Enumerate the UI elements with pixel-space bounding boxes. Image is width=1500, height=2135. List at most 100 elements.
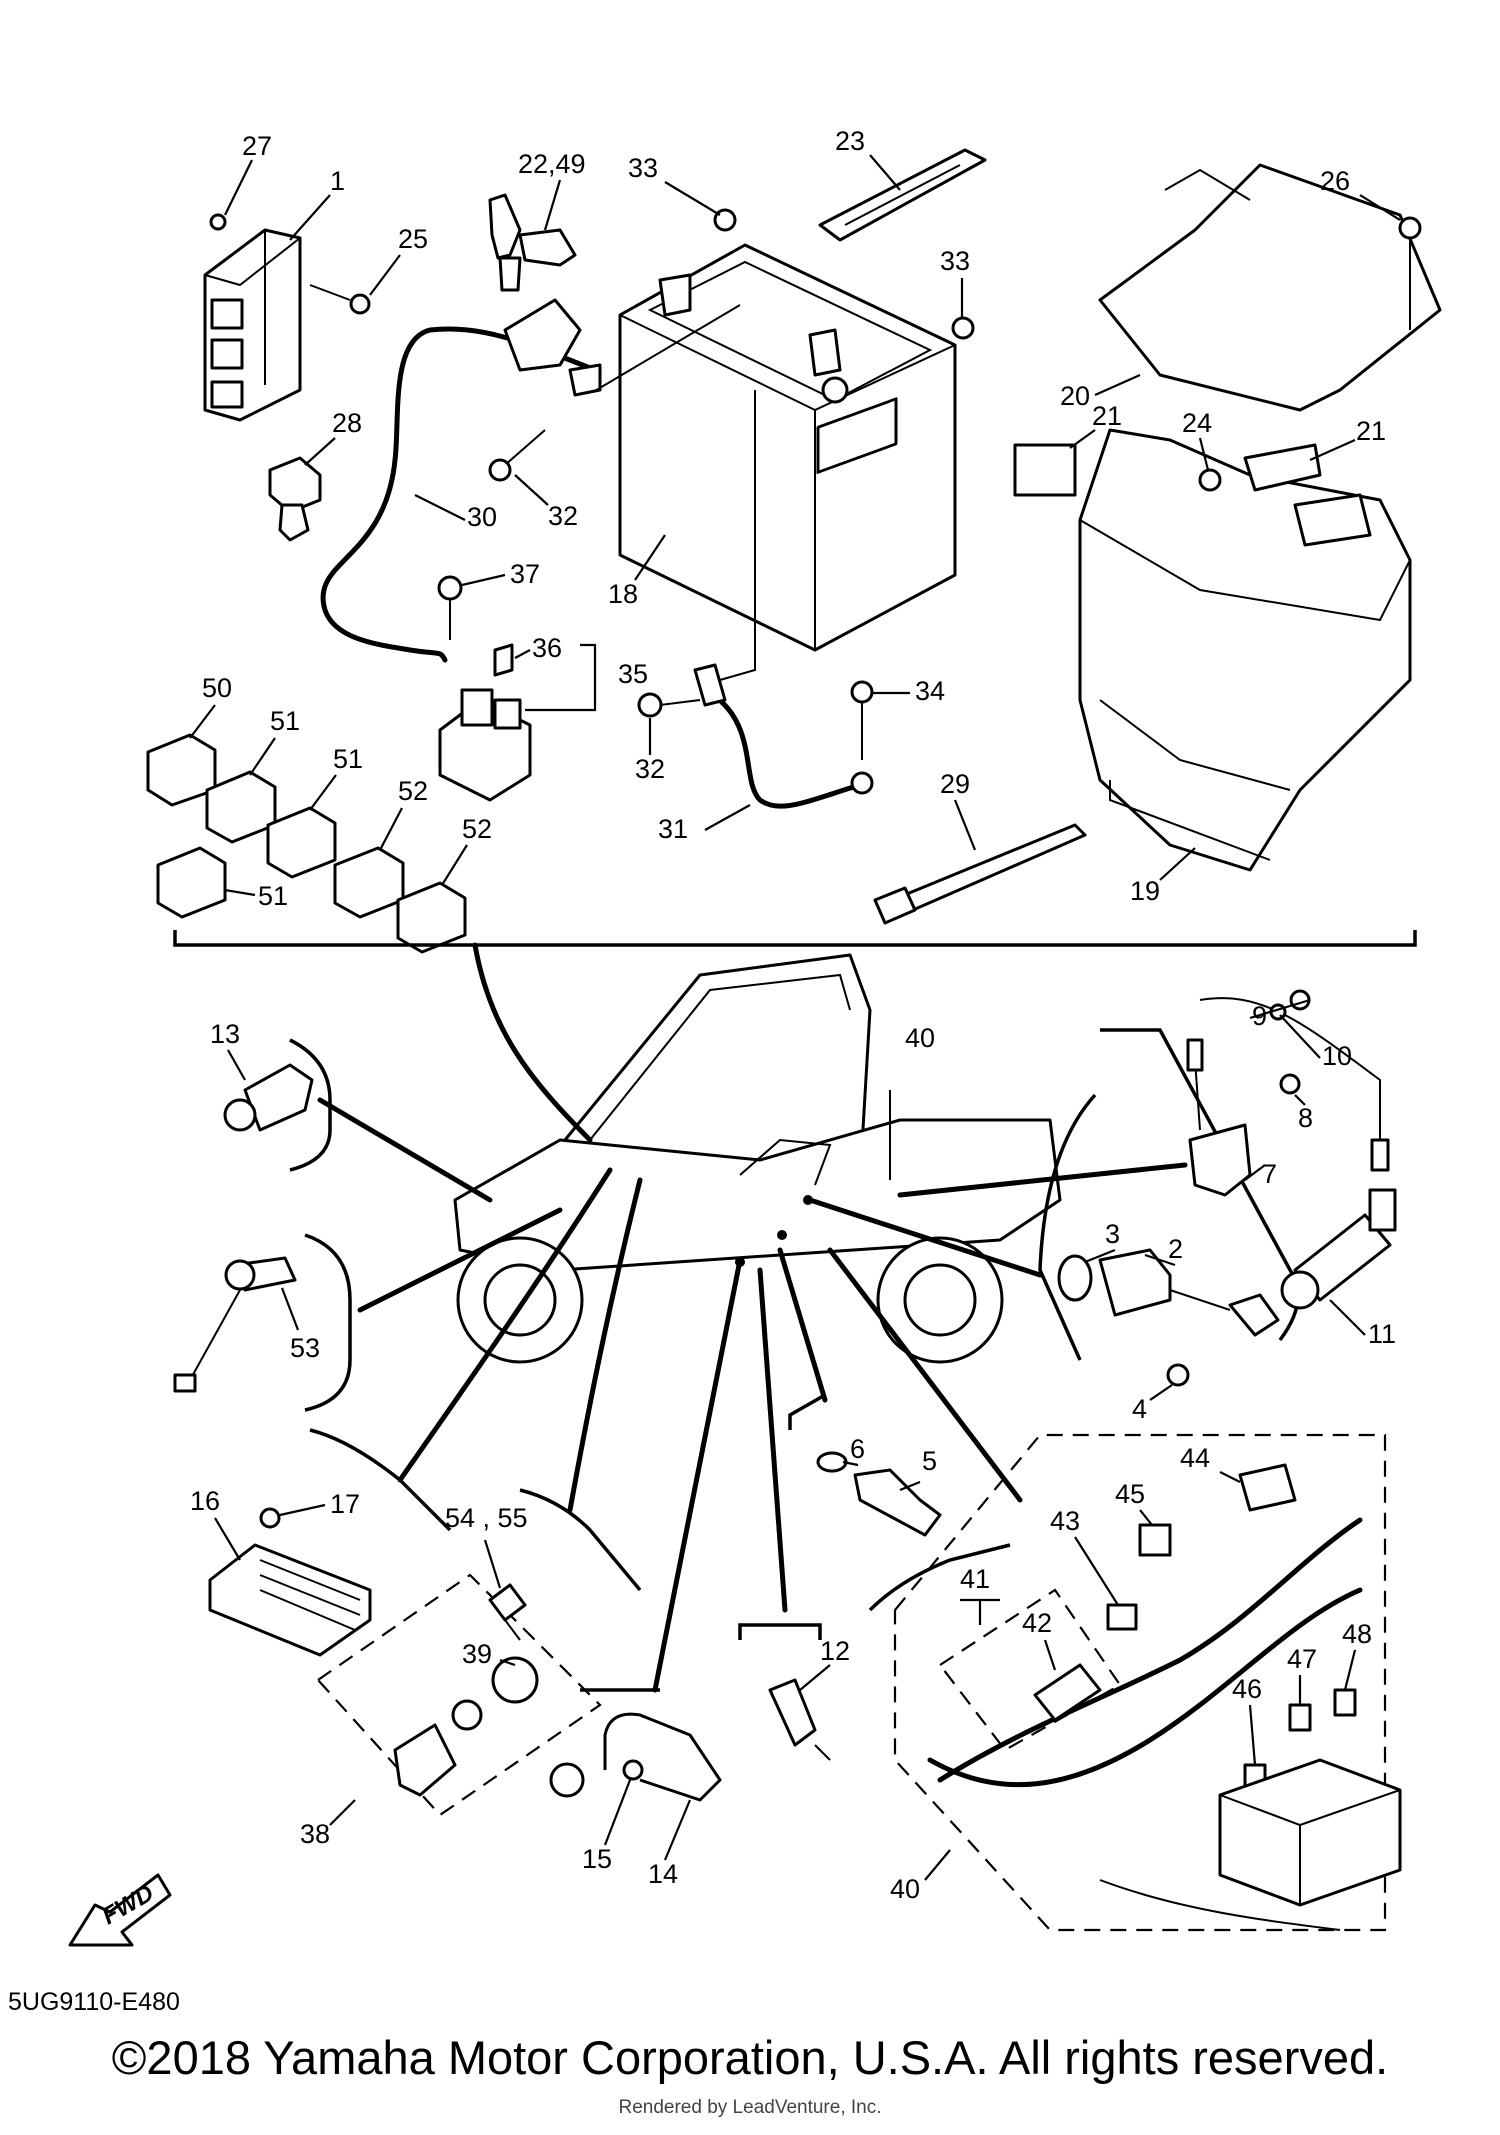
leader-callout-39 <box>499 1658 516 1667</box>
leader-callout-19 <box>1159 847 1196 881</box>
callout-15: 15 <box>582 1844 612 1874</box>
callout-10: 10 <box>1322 1041 1352 1071</box>
leader-callout-43 <box>1074 1536 1119 1606</box>
section-divider <box>173 930 1417 947</box>
callout-52b: 52 <box>462 814 492 844</box>
leader-2 <box>807 1197 1043 1278</box>
leader-callout-29 <box>953 799 977 851</box>
leader-to-top <box>472 942 593 1143</box>
pad-21a-part <box>1013 443 1077 497</box>
leader-callout-27 <box>224 159 253 216</box>
callout-20: 20 <box>1060 381 1090 411</box>
leader-14 <box>652 1257 743 1693</box>
sub-assembly-41-box <box>938 1588 1122 1752</box>
leader-callout-41 <box>960 1598 1000 1625</box>
callout-2: 2 <box>1168 1234 1183 1264</box>
leader-callout-44 <box>1219 1471 1241 1483</box>
callout-32b: 32 <box>635 754 665 784</box>
leader-40 <box>827 1247 1023 1503</box>
callout-17: 17 <box>330 1489 360 1519</box>
sensor-53-part <box>173 1256 297 1393</box>
leader-callout-9 <box>1249 998 1311 1020</box>
bolt-17-part <box>259 1507 281 1529</box>
leader-callout-11 <box>1329 1299 1366 1336</box>
o-ring-3-part <box>1057 1254 1093 1302</box>
callout-48: 48 <box>1342 1619 1372 1649</box>
leader-callout-50 <box>189 704 216 739</box>
leader-callout-31 <box>704 804 751 831</box>
leader-callout-52a <box>379 807 403 851</box>
leader-callout-18 <box>634 534 666 581</box>
spark-plug-12-part <box>768 1678 831 1761</box>
callout-35: 35 <box>618 659 648 689</box>
callout-32a: 32 <box>548 501 578 531</box>
callout-52a: 52 <box>398 776 428 806</box>
leader-callout-28 <box>304 437 336 466</box>
clip-28-part <box>268 456 322 542</box>
cable-31-part <box>693 663 874 809</box>
callout-11: 11 <box>1368 1319 1396 1349</box>
callout-6: 6 <box>850 1434 865 1464</box>
bolt-32b-part <box>637 692 701 718</box>
copyright-notice: ©2018 Yamaha Motor Corporation, U.S.A. A… <box>111 2031 1389 2084</box>
callout-19: 19 <box>1130 876 1160 906</box>
bolt-37-part <box>437 575 463 640</box>
callout-51a: 51 <box>270 706 300 736</box>
wire-harness-40-part <box>927 1517 1363 1931</box>
callout-40a: 40 <box>905 1023 935 1053</box>
callout-21b: 21 <box>1356 416 1386 446</box>
leader-callout-21a <box>1069 429 1096 449</box>
leader-callout-37 <box>461 573 506 587</box>
leader-callout-36 <box>514 649 531 659</box>
leader-callout-24 <box>1198 437 1210 471</box>
callout-38: 38 <box>300 1819 330 1849</box>
callout-53: 53 <box>290 1333 320 1363</box>
fwd-arrow-icon: FWD <box>68 1873 172 1947</box>
battery-cover-20-part <box>1098 163 1442 412</box>
leader-callout-13 <box>227 1049 246 1081</box>
callout-46: 46 <box>1232 1674 1262 1704</box>
callout-42: 42 <box>1022 1608 1052 1638</box>
connector-42-part <box>1033 1663 1102 1722</box>
bracket-16 <box>309 1428 452 1532</box>
callout-39: 39 <box>462 1639 492 1669</box>
bolt-34-part <box>850 680 874 760</box>
battery-part <box>618 243 957 652</box>
guide-line-bolt <box>592 304 741 393</box>
callout-25: 25 <box>398 224 428 254</box>
clip-22-49-part <box>488 193 577 292</box>
leader-callout-16 <box>214 1517 241 1561</box>
callout-47: 47 <box>1287 1644 1317 1674</box>
leader-callout-6 <box>842 1460 859 1467</box>
callout-31: 31 <box>658 814 688 844</box>
bolt-4-part <box>1166 1363 1190 1387</box>
leader-callout-35 <box>525 643 597 712</box>
callout-33a: 33 <box>628 153 658 183</box>
callout-36: 36 <box>532 633 562 663</box>
relay-45-part <box>1138 1523 1172 1557</box>
callout-1: 1 <box>330 166 345 196</box>
leader-7 <box>897 1162 1188 1198</box>
bolt-15-part <box>622 1759 644 1781</box>
fuse-box-part <box>1218 1758 1402 1907</box>
point-c <box>803 1195 813 1205</box>
bolt-8-part <box>1279 1073 1301 1095</box>
callout-28: 28 <box>332 408 362 438</box>
callout-50: 50 <box>202 673 232 703</box>
callout-16: 16 <box>190 1486 220 1516</box>
connector-cap-51a-part <box>205 770 277 844</box>
callout-51b: 51 <box>333 744 363 774</box>
bracket-13 <box>289 1038 332 1172</box>
leader-callout-32a <box>514 474 549 506</box>
screw-26-part <box>1398 216 1422 240</box>
callout-21a: 21 <box>1092 401 1122 431</box>
bracket-12 <box>738 1623 822 1640</box>
connector-cap-51c-part <box>156 846 227 919</box>
leader-callout-22-49 <box>543 179 562 231</box>
leader-callout-10 <box>1279 1014 1321 1059</box>
clip-27-part <box>209 213 227 231</box>
leader-callout-23 <box>869 154 901 191</box>
cable-30-part <box>320 298 602 663</box>
bracket-40 <box>868 1543 1011 1612</box>
bracket-53 <box>304 1233 352 1412</box>
